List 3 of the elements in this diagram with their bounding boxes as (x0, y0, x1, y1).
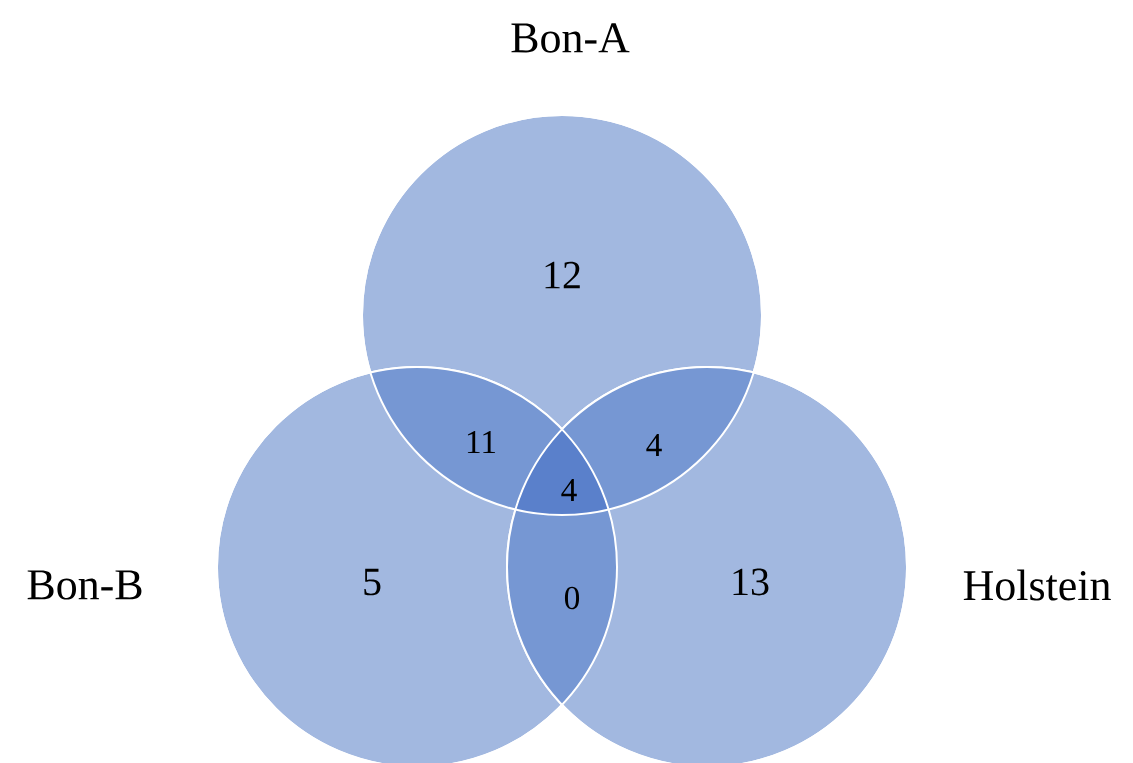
set-label: Holstein (963, 569, 1111, 601)
set-label: Bon-A (511, 23, 630, 53)
set-label: Bon-B (27, 570, 142, 600)
